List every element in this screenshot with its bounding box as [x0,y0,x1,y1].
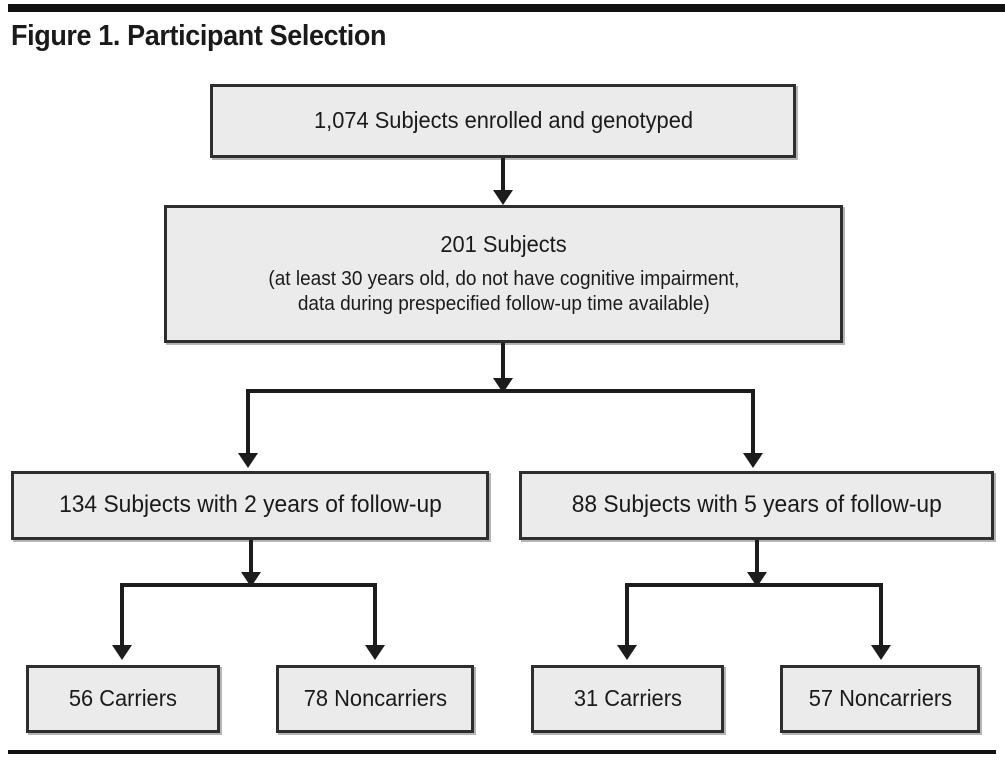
node-noncarriers-5yr: 57 Noncarriers [780,665,980,733]
node-eligible-criteria-line2: data during prespecified follow-up time … [297,293,710,316]
node-enrolled-label: 1,074 Subjects enrolled and genotyped [313,107,693,134]
figure-title: Figure 1. Participant Selection [11,20,387,52]
arrowhead-down-icon [238,453,258,468]
connector-eligible-stem [501,343,505,381]
arrowhead-down-icon [743,453,763,468]
node-noncarriers-2yr: 78 Noncarriers [276,665,474,733]
arrowhead-down-icon [365,645,385,660]
arrowhead-down-icon [617,645,637,660]
node-followup-2yr-label: 134 Subjects with 2 years of follow-up [58,491,442,519]
node-carriers-5yr-label: 31 Carriers [573,685,682,712]
node-carriers-5yr: 31 Carriers [531,665,724,733]
node-noncarriers-5yr-label: 57 Noncarriers [808,685,952,712]
connector-eligible-to-followup2 [246,389,250,457]
connector-followup2-split-bar [120,583,377,587]
top-rule [8,4,1005,12]
node-carriers-2yr-label: 56 Carriers [68,685,178,712]
arrowhead-down-icon [112,645,132,660]
node-noncarriers-2yr-label: 78 Noncarriers [303,685,447,712]
node-eligible-criteria-line1: (at least 30 years old, do not have cogn… [267,267,740,290]
connector-enrolled-to-eligible [501,158,505,193]
arrowhead-down-icon [871,645,891,660]
connector-followup5-to-noncarriers [879,583,883,649]
bottom-rule [8,750,996,754]
connector-followup2-to-noncarriers [373,583,377,649]
connector-eligible-split-bar [246,389,755,393]
connector-followup2-to-carriers [120,583,124,649]
node-followup-2yr: 134 Subjects with 2 years of follow-up [11,471,489,540]
node-enrolled: 1,074 Subjects enrolled and genotyped [210,84,796,158]
node-eligible: 201 Subjects (at least 30 years old, do … [164,205,843,343]
connector-followup5-stem [755,540,759,575]
connector-eligible-to-followup5 [751,389,755,457]
connector-followup5-split-bar [625,583,883,587]
connector-followup2-stem [249,540,253,575]
node-carriers-2yr: 56 Carriers [26,665,220,733]
node-followup-5yr: 88 Subjects with 5 years of follow-up [519,471,994,540]
node-followup-5yr-label: 88 Subjects with 5 years of follow-up [571,491,942,519]
arrowhead-down-icon [493,190,513,205]
node-eligible-heading: 201 Subjects [440,231,567,258]
connector-followup5-to-carriers [625,583,629,649]
